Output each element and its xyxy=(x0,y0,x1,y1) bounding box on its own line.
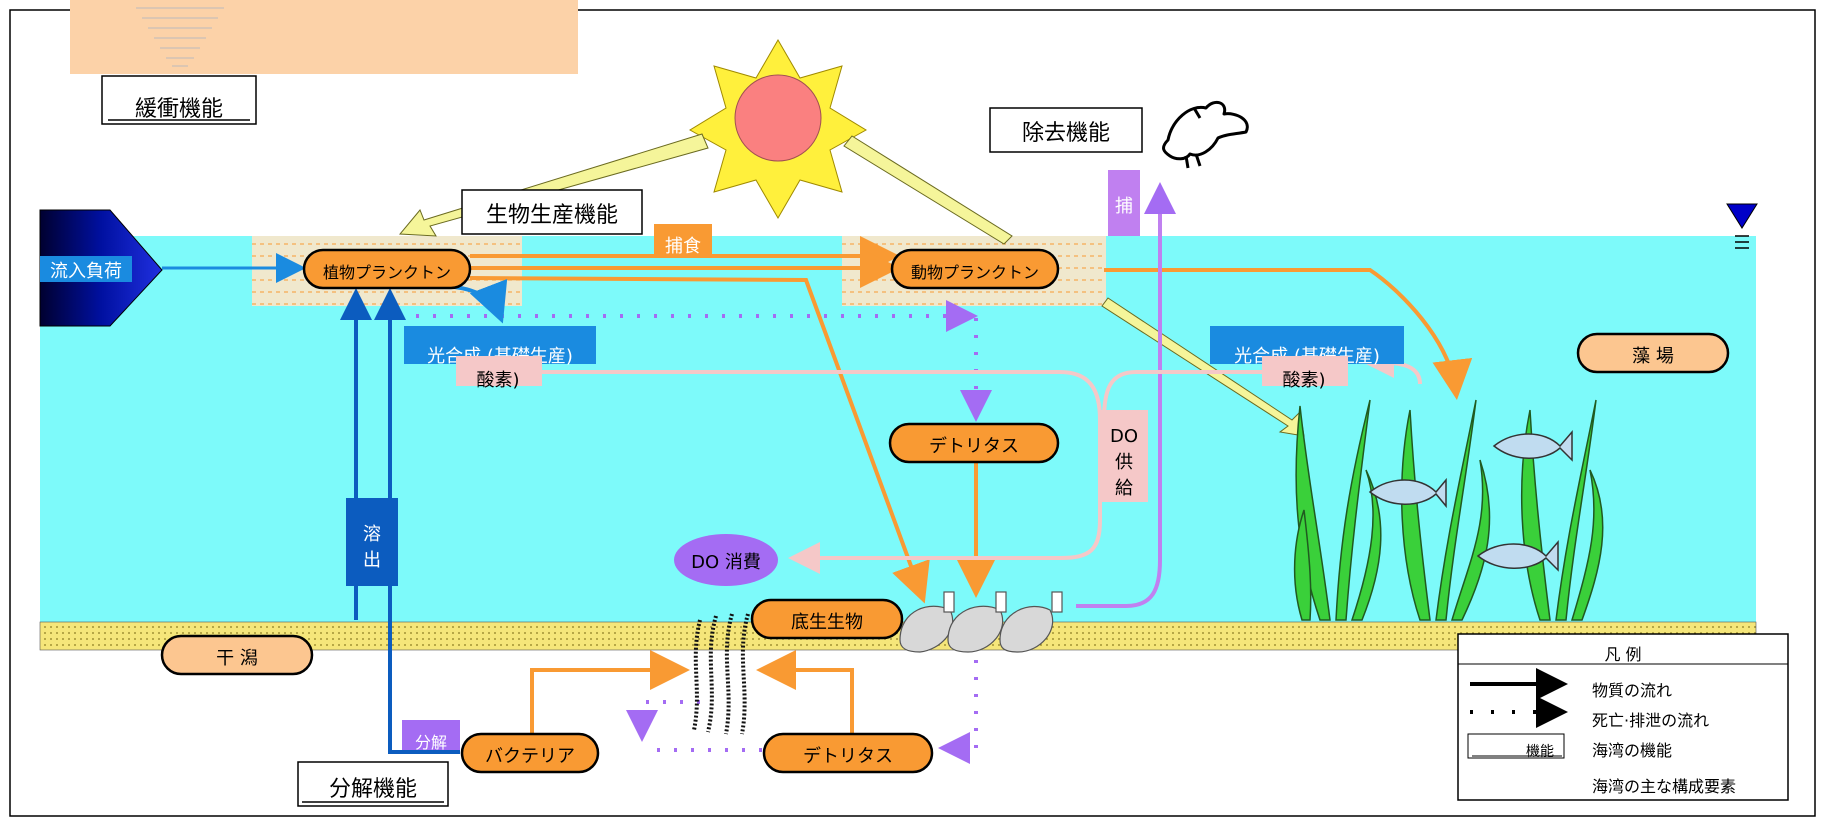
decompose-label: 分解 xyxy=(415,733,447,752)
function-removal-label: 除去機能 xyxy=(1022,121,1110,146)
function-decomposition: 分解機能 xyxy=(298,762,448,806)
node-tidal-flat: 干 潟 xyxy=(162,636,312,674)
legend-bay-function: 海湾の機能 xyxy=(1592,741,1672,760)
do-supply-label-3: 給 xyxy=(1115,478,1133,499)
inflow-label: 流入負荷 xyxy=(50,261,122,282)
elution-label-1: 溶 xyxy=(363,524,381,545)
function-decomposition-label: 分解機能 xyxy=(329,777,417,802)
function-bio-production: 生物生産機能 xyxy=(462,190,642,234)
tidal-flat-label: 干 潟 xyxy=(216,648,258,669)
legend-death-flow: 死亡·排泄の流れ xyxy=(1592,711,1709,730)
legend: 凡 例 物質の流れ 死亡·排泄の流れ 機能 海湾の機能 海湾の主な構成要素 xyxy=(1458,634,1788,800)
oxygen-label-right: 酸素) xyxy=(1282,370,1325,391)
function-removal: 除去機能 xyxy=(990,108,1142,152)
node-benthos: 底生生物 xyxy=(752,600,902,638)
do-consumption-label: DO 消費 xyxy=(691,552,761,573)
node-zooplankton: 動物プランクトン xyxy=(892,250,1058,288)
legend-bay-components: 海湾の主な構成要素 xyxy=(1592,777,1736,796)
function-buffer-label: 緩衝機能 xyxy=(135,97,223,122)
oxygen-label-left: 酸素) xyxy=(476,370,519,391)
legend-function-box-label: 機能 xyxy=(1526,744,1554,760)
node-detritus-mid: デトリタス xyxy=(890,424,1058,462)
capture-label: 捕 xyxy=(1115,196,1133,217)
predation-label: 捕食 xyxy=(665,236,701,257)
bird-icon xyxy=(1164,102,1248,168)
detritus-bottom-label: デトリタス xyxy=(803,746,893,767)
do-supply-label-2: 供 xyxy=(1115,452,1133,473)
detritus-mid-label: デトリタス xyxy=(929,436,1019,457)
buffer-banner xyxy=(70,0,578,74)
sun-icon xyxy=(690,40,866,218)
benthos-label: 底生生物 xyxy=(791,612,863,633)
node-do-consumption: DO 消費 xyxy=(674,534,778,586)
legend-title: 凡 例 xyxy=(1604,645,1641,664)
function-bio-production-label: 生物生産機能 xyxy=(486,203,618,228)
legend-material-flow: 物質の流れ xyxy=(1592,681,1672,700)
function-buffer: 緩衝機能 xyxy=(102,76,256,124)
node-seaweed-bed: 藻 場 xyxy=(1578,334,1728,372)
node-detritus-bottom: デトリタス xyxy=(764,734,932,772)
node-bacteria: バクテリア xyxy=(462,734,598,772)
node-phytoplankton: 植物プランクトン xyxy=(304,250,470,288)
zooplankton-label: 動物プランクトン xyxy=(911,263,1039,282)
elution-label-2: 出 xyxy=(363,550,381,571)
do-supply-label-1: DO xyxy=(1110,426,1138,447)
bacteria-label: バクテリア xyxy=(485,746,575,767)
seaweed-bed-label: 藻 場 xyxy=(1632,346,1674,367)
phytoplankton-label: 植物プランクトン xyxy=(323,263,451,282)
